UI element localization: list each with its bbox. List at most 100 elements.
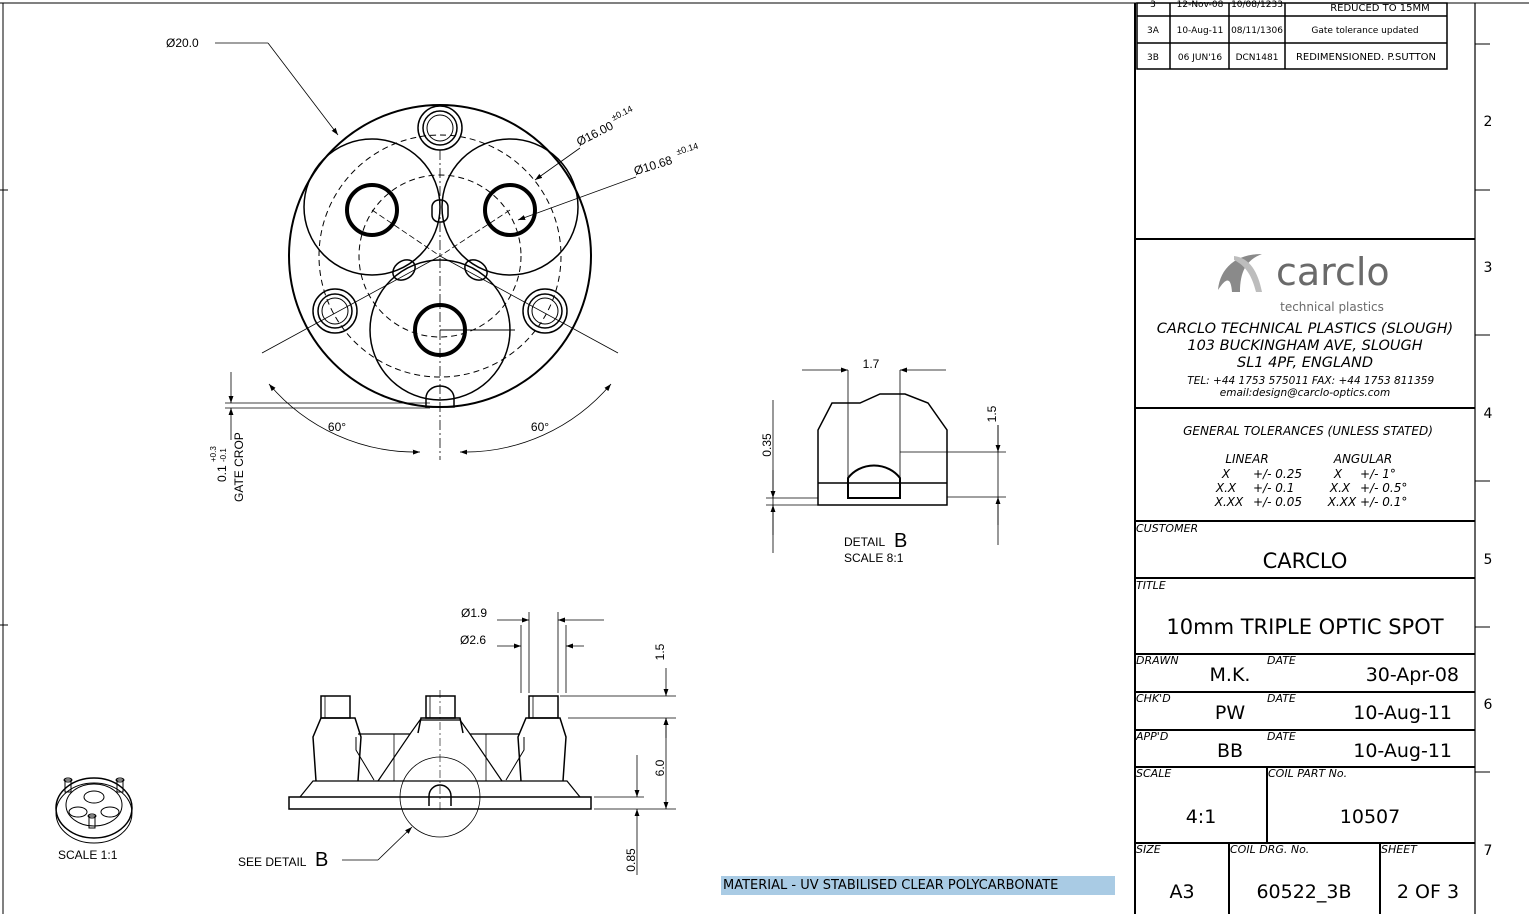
part-no-label: COIL PART No. <box>1268 767 1347 780</box>
company-address-1: 103 BUCKINGHAM AVE, SLOUGH <box>1187 338 1422 354</box>
rev-0-id: 3 <box>1150 0 1156 10</box>
dia-16-label: Ø16.00 <box>574 118 616 148</box>
angular-key-0: X <box>1333 467 1343 481</box>
iso-scale-label: SCALE 1:1 <box>58 848 118 862</box>
side-height-1-label: 1.5 <box>653 643 667 660</box>
see-detail-label: SEE DETAIL <box>238 855 307 869</box>
drawn-value: M.K. <box>1210 664 1251 686</box>
zone-3: 3 <box>1484 260 1493 276</box>
detail-letter: B <box>894 530 907 552</box>
zone-6: 6 <box>1484 697 1493 713</box>
drawing-no-label: COIL DRG. No. <box>1230 843 1309 856</box>
dia-16-tolerance: ±0.14 <box>610 104 635 123</box>
rev-1-id: 3A <box>1147 26 1160 36</box>
angle-left-label: 60° <box>328 420 346 434</box>
rev-0-desc: REDUCED TO 15MM <box>1330 3 1430 14</box>
zone-labels: 2 3 4 5 6 7 <box>1484 114 1493 859</box>
zone-4: 4 <box>1484 406 1493 422</box>
linear-label: LINEAR <box>1225 452 1268 466</box>
company-fax: FAX: +44 1753 811359 <box>1312 375 1435 387</box>
checked-date: 10-Aug-11 <box>1353 702 1452 724</box>
company-name: CARCLO TECHNICAL PLASTICS (SLOUGH) <box>1157 321 1453 337</box>
zone-5: 5 <box>1484 552 1493 568</box>
part-no-value: 10507 <box>1340 806 1400 828</box>
company-address-2: SL1 4PF, ENGLAND <box>1237 355 1373 371</box>
tolerances-heading: GENERAL TOLERANCES (UNLESS STATED) <box>1183 424 1433 438</box>
top-view: 60° 60° Ø20.0 Ø16.00 ±0.14 Ø10.68 ±0.14 … <box>166 36 699 502</box>
detail-b-view: 1.7 0.35 1.5 DETAIL B SCALE 8:1 <box>760 357 1006 565</box>
linear-val-0: +/- 0.25 <box>1253 467 1302 481</box>
approved-date: 10-Aug-11 <box>1353 740 1452 762</box>
gate-crop-tol-minus: -0.1 <box>219 448 228 462</box>
rev-1-ref: 08/11/1306 <box>1231 26 1283 36</box>
rev-1-desc: Gate tolerance updated <box>1311 26 1418 36</box>
company-email: email:design@carclo-optics.com <box>1220 387 1390 399</box>
company-tel: TEL: +44 1753 575011 <box>1187 375 1308 387</box>
scale-value: 4:1 <box>1186 806 1217 828</box>
detail-width-label: 1.7 <box>863 357 880 371</box>
checked-label: CHK'D <box>1136 692 1171 705</box>
outer-diameter-label: Ø20.0 <box>166 36 199 50</box>
logo-wordmark: carclo <box>1276 250 1390 294</box>
size-label: SIZE <box>1136 843 1161 856</box>
checked-date-label: DATE <box>1267 692 1296 705</box>
rev-2-desc: REDIMENSIONED. P.SUTTON <box>1296 52 1436 63</box>
sheet-label: SHEET <box>1381 843 1418 856</box>
title-block: carclo technical plastics CARCLO TECHNIC… <box>1135 238 1475 914</box>
rev-0-date: 12-Nov-08 <box>1177 0 1224 10</box>
detail-label: DETAIL <box>844 535 885 549</box>
rev-1-date: 10-Aug-11 <box>1177 26 1224 36</box>
gate-crop-tol-plus: +0.3 <box>209 446 218 462</box>
side-height-3-label: 0.85 <box>624 848 638 872</box>
zone-7: 7 <box>1484 843 1493 859</box>
rev-2-date: 06 JUN'16 <box>1178 53 1222 63</box>
angle-right-label: 60° <box>531 420 549 434</box>
approved-date-label: DATE <box>1267 730 1296 743</box>
approved-label: APP'D <box>1135 730 1168 743</box>
material-note: MATERIAL - UV STABILISED CLEAR POLYCARBO… <box>721 876 1115 895</box>
see-detail-letter: B <box>315 849 328 871</box>
linear-key-0: X <box>1221 467 1231 481</box>
dia-1068-label: Ø10.68 <box>632 153 674 178</box>
angular-val-2: +/- 0.1° <box>1360 495 1407 509</box>
linear-val-1: +/- 0.1 <box>1253 481 1294 495</box>
logo-subtitle: technical plastics <box>1280 300 1384 314</box>
drawn-date-label: DATE <box>1267 654 1296 667</box>
angular-key-1: X.X <box>1329 481 1351 495</box>
drawing-title: 10mm TRIPLE OPTIC SPOT <box>1166 615 1443 639</box>
dia-1068-tolerance: ±0.14 <box>675 141 699 157</box>
drawn-date: 30-Apr-08 <box>1366 664 1459 686</box>
pin-dia-2-label: Ø2.6 <box>460 633 486 647</box>
size-value: A3 <box>1169 881 1194 903</box>
scale-label: SCALE <box>1136 767 1171 780</box>
drawing-no-value: 60522_3B <box>1256 881 1351 903</box>
linear-key-2: X.XX <box>1214 495 1244 509</box>
detail-height-2-label: 1.5 <box>985 405 999 422</box>
zone-2: 2 <box>1484 114 1493 130</box>
pin-dia-1-label: Ø1.9 <box>461 606 487 620</box>
side-view: Ø1.9 Ø2.6 1.5 6.0 0.85 SEE DETAIL B <box>238 606 676 875</box>
customer-label: CUSTOMER <box>1136 522 1198 535</box>
side-height-2-label: 6.0 <box>653 759 667 776</box>
detail-height-1-label: 0.35 <box>760 433 774 457</box>
rev-2-ref: DCN1481 <box>1236 53 1279 63</box>
carclo-logo: carclo technical plastics <box>1218 250 1390 314</box>
angular-label: ANGULAR <box>1333 452 1393 466</box>
angular-val-0: +/- 1° <box>1360 467 1396 481</box>
gate-crop-value: 0.1 <box>215 465 229 482</box>
linear-val-2: +/- 0.05 <box>1253 495 1302 509</box>
rev-0-ref: 10/08/1233 <box>1231 0 1283 10</box>
rev-2-id: 3B <box>1147 53 1159 63</box>
title-label: TITLE <box>1136 579 1166 592</box>
approved-value: BB <box>1217 740 1243 762</box>
checked-value: PW <box>1215 702 1245 724</box>
linear-key-1: X.X <box>1215 481 1237 495</box>
isometric-view: SCALE 1:1 <box>55 777 133 862</box>
detail-scale-label: SCALE 8:1 <box>844 551 904 565</box>
angular-val-1: +/- 0.5° <box>1360 481 1407 495</box>
angular-key-2: X.XX <box>1327 495 1357 509</box>
sheet-value: 2 OF 3 <box>1397 881 1459 903</box>
drawn-label: DRAWN <box>1136 654 1179 667</box>
gate-crop-label: GATE CROP <box>232 432 246 502</box>
